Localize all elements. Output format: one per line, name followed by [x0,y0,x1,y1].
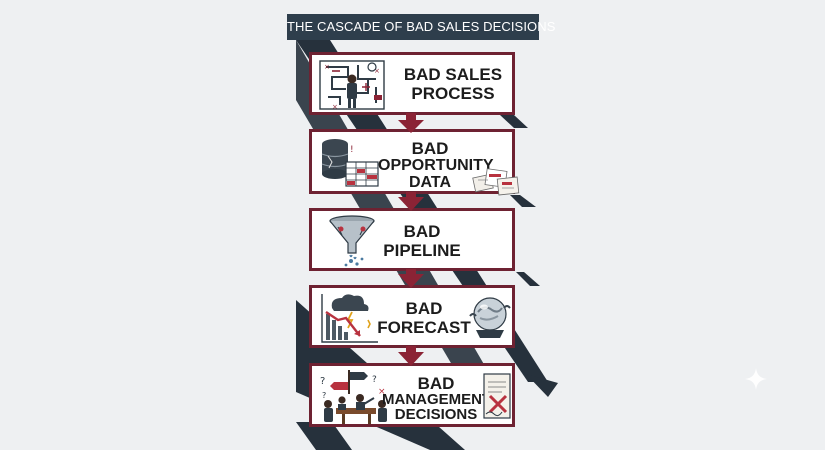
shadow-wedge-2 [510,195,536,207]
svg-text:?: ? [372,375,377,385]
step-1-line-2: PROCESS [411,84,495,103]
shadow-foot [296,422,352,450]
svg-text:×: × [374,67,380,75]
sparkle-icon [745,368,767,390]
confused-meeting-icon: ? ? × ? [320,370,387,424]
svg-text:!: ! [350,145,354,155]
falling-chart-storm-icon [321,294,378,343]
step-bad-sales-process: × × × BAD SALES PROCESS [309,52,515,115]
maze-businessman-icon: × × × [319,60,385,111]
step-4-line-2: FORECAST [377,318,471,337]
shadow-arrow-head [526,374,558,397]
scattered-papers-icon [472,168,520,196]
svg-text:?: ? [322,391,326,400]
step-2-line-1: BAD [411,139,449,158]
step-4-line-1: BAD [405,299,443,318]
diagram-title: THE CASCADE OF BAD SALES DECISIONS [287,14,555,40]
svg-text:×: × [332,103,338,111]
crystal-ball-icon [469,297,511,338]
step-bad-pipeline: BAD PIPELINE [309,208,515,271]
step-5-line-3: DECISIONS [394,406,478,423]
step-3-line-1: BAD [403,222,441,241]
svg-text:×: × [378,387,386,397]
database-spreadsheet-icon: ! [321,139,379,187]
step-5-line-2: MANAGEMENT [382,391,492,408]
step-1-line-1: BAD SALES [403,65,503,84]
leaky-funnel-icon [329,215,375,267]
step-2-line-2: OPPORTUNITY [378,157,494,174]
rejected-document-icon [483,373,511,419]
step-bad-opportunity-data: ! BAD OPPORTUNITY DATA [309,129,520,196]
step-3-line-2: PIPELINE [383,241,461,260]
svg-text:×: × [324,63,330,71]
step-5-line-1: BAD [417,374,455,393]
signpost-icon [348,370,350,394]
step-2-line-3: DATA [408,174,452,191]
step-bad-forecast: BAD FORECAST [309,285,515,348]
shadow-wedge-1 [500,115,528,128]
shadow-wedge-3 [516,272,540,286]
step-bad-management-decisions: ? ? × ? BAD MANAGEMENT DECISIONS [309,363,515,427]
svg-text:?: ? [320,376,325,387]
